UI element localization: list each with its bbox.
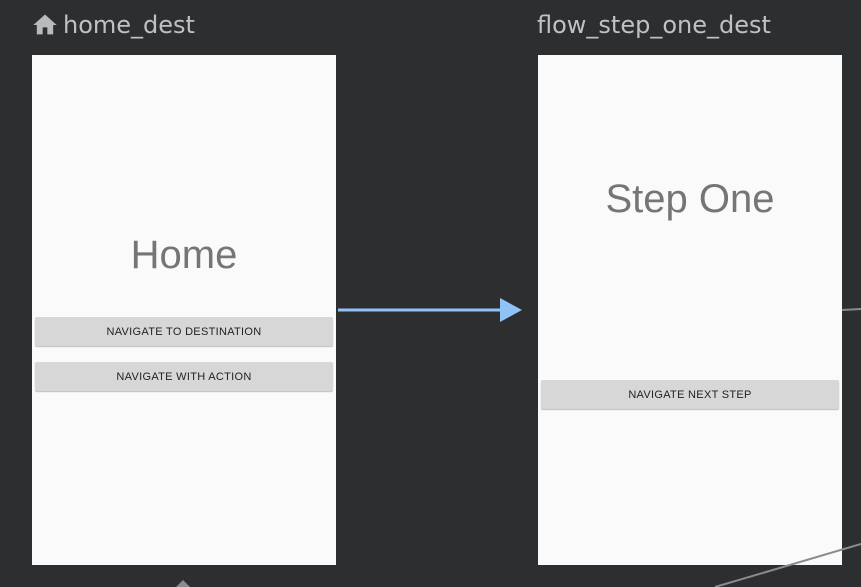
destination-label-home[interactable]: home_dest — [31, 10, 195, 40]
incoming-arrow-head — [176, 580, 190, 587]
destination-screen-home[interactable]: Home NAVIGATE TO DESTINATION NAVIGATE WI… — [32, 55, 336, 565]
screen-title: Home — [130, 233, 238, 277]
navigate-to-destination-button[interactable]: NAVIGATE TO DESTINATION — [35, 317, 333, 346]
destination-label-flow-step-one[interactable]: flow_step_one_dest — [537, 10, 771, 40]
navigate-next-step-button[interactable]: NAVIGATE NEXT STEP — [541, 380, 839, 409]
outgoing-connector-line — [841, 308, 861, 311]
navigate-with-action-button[interactable]: NAVIGATE WITH ACTION — [35, 362, 333, 391]
outgoing-connector-line-lower — [714, 543, 861, 587]
action-arrow-head — [500, 298, 522, 322]
destination-screen-flow-step-one[interactable]: Step One NAVIGATE NEXT STEP — [538, 55, 842, 565]
home-icon — [33, 14, 57, 35]
destination-label-text: flow_step_one_dest — [537, 11, 771, 39]
screen-title: Step One — [605, 177, 775, 221]
destination-label-text: home_dest — [63, 11, 195, 39]
